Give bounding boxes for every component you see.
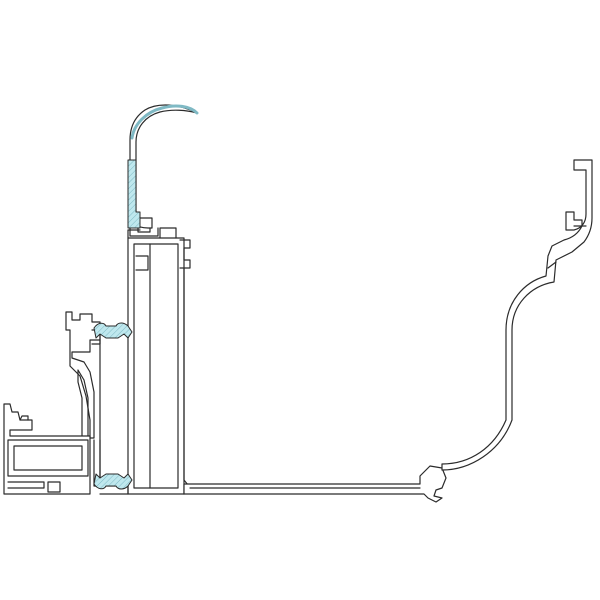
upper-gasket [93,322,133,339]
gutter-profile [441,159,593,471]
base-channel [99,465,447,503]
center-mullion [127,227,193,495]
curved-cap [127,104,199,237]
sill-extension [3,403,91,495]
lower-gasket [93,473,133,490]
